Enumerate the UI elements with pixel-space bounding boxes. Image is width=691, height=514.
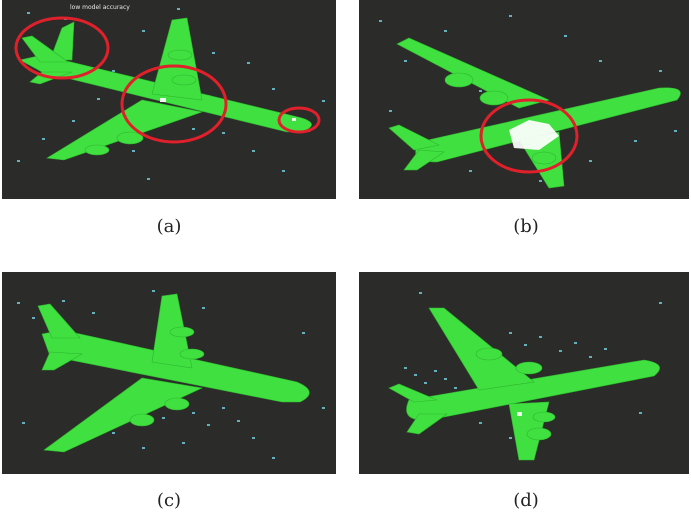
caption-c: (c) bbox=[156, 490, 182, 511]
airplane-model-b bbox=[379, 15, 681, 189]
caption-b: (b) bbox=[513, 216, 539, 237]
airplane-b bbox=[388, 37, 681, 189]
panel-d-airplane-reconstruction bbox=[359, 272, 689, 474]
panel-b-airplane-reconstruction bbox=[359, 0, 689, 199]
missing-surface-d bbox=[517, 412, 522, 416]
caption-d: (d) bbox=[513, 490, 539, 511]
panel-c-airplane-reconstruction bbox=[2, 272, 336, 474]
airplane-model-d bbox=[388, 292, 662, 461]
airplane-d bbox=[388, 307, 660, 461]
caption-a: (a) bbox=[156, 216, 182, 237]
airplane-a bbox=[19, 17, 312, 161]
error-highlight-circle-b bbox=[479, 98, 579, 174]
airplane-model-c bbox=[17, 290, 325, 459]
missing-surface-b bbox=[509, 120, 559, 150]
point-cloud-d bbox=[404, 292, 662, 449]
panel-a-airplane-reconstruction: low model accuracy bbox=[2, 0, 336, 199]
missing-surface-a bbox=[160, 98, 296, 121]
airplane-c bbox=[37, 293, 310, 453]
error-highlight-circles-a bbox=[14, 16, 321, 144]
airplane-model-a bbox=[14, 8, 325, 180]
overlay-text-a: low model accuracy bbox=[70, 4, 130, 11]
